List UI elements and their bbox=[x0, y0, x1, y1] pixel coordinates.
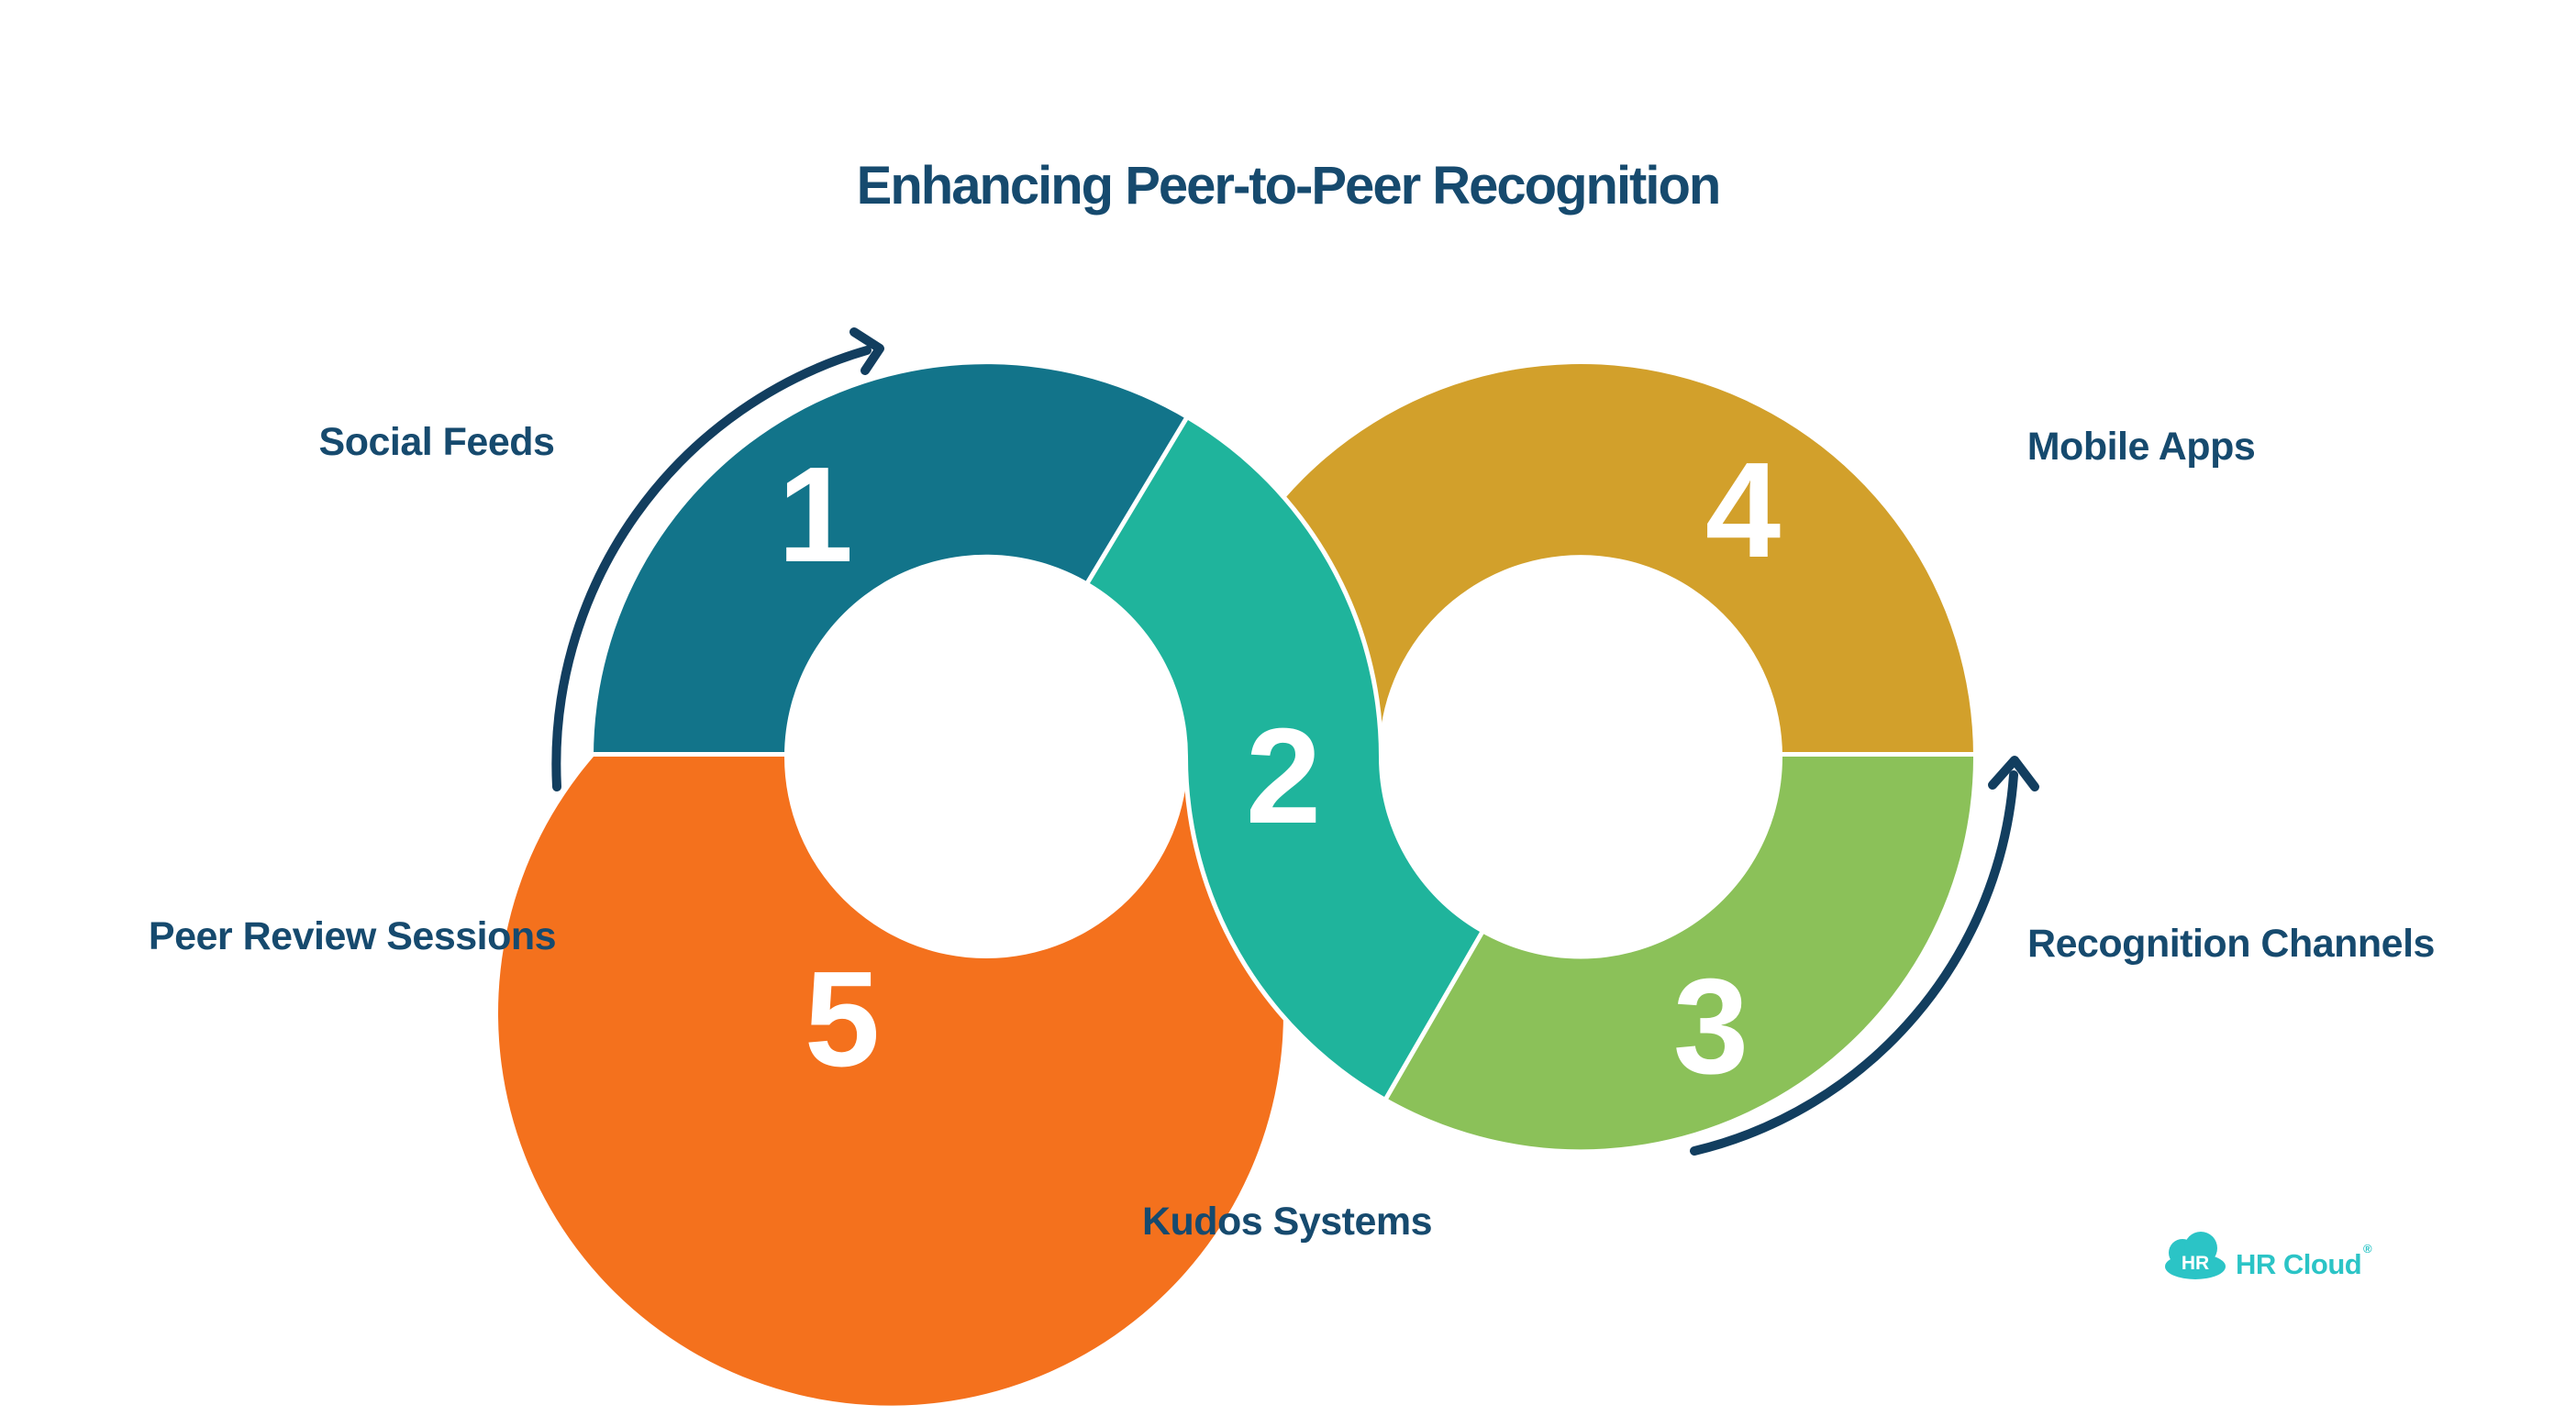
step-number-2: 2 bbox=[1246, 701, 1321, 852]
segment-1-social-feeds bbox=[589, 360, 1193, 761]
page-title: Enhancing Peer-to-Peer Recognition bbox=[857, 156, 1720, 216]
step-number-5: 5 bbox=[805, 944, 880, 1095]
label-mobile-apps: Mobile Apps bbox=[2027, 425, 2256, 469]
flow-arrow-top-left-shaft bbox=[551, 346, 872, 791]
step-number-1: 1 bbox=[778, 439, 853, 591]
segment-3-recognition-channels bbox=[1380, 752, 1978, 1155]
hr-cloud-icon-text: HR bbox=[2182, 1253, 2209, 1274]
flow-arrow-top-left bbox=[551, 327, 884, 791]
hr-cloud-logo: HR HR Cloud ® bbox=[2165, 1232, 2372, 1280]
hr-cloud-icon: HR bbox=[2165, 1232, 2226, 1279]
hr-cloud-registered-mark: ® bbox=[2363, 1242, 2372, 1256]
label-peer-review-sessions: Peer Review Sessions bbox=[149, 914, 556, 958]
segment-4-mobile-apps bbox=[1279, 360, 1978, 761]
segment-5-peer-review-sessions bbox=[494, 752, 1288, 1410]
step-number-4: 4 bbox=[1705, 435, 1781, 586]
segment-2-kudos-systems bbox=[1085, 415, 1484, 1101]
flow-arrow-bottom-right-head bbox=[1988, 756, 2039, 791]
step-number-3: 3 bbox=[1673, 951, 1749, 1102]
label-kudos-systems: Kudos Systems bbox=[1142, 1200, 1432, 1244]
flow-arrow-top-left-head bbox=[849, 327, 884, 375]
flow-arrow-bottom-right-shaft bbox=[1690, 770, 2018, 1156]
label-social-feeds: Social Feeds bbox=[319, 420, 555, 464]
flow-arrow-bottom-right bbox=[1690, 756, 2039, 1156]
label-recognition-channels: Recognition Channels bbox=[2027, 922, 2435, 966]
hr-cloud-brand-text: HR Cloud bbox=[2236, 1248, 2361, 1280]
